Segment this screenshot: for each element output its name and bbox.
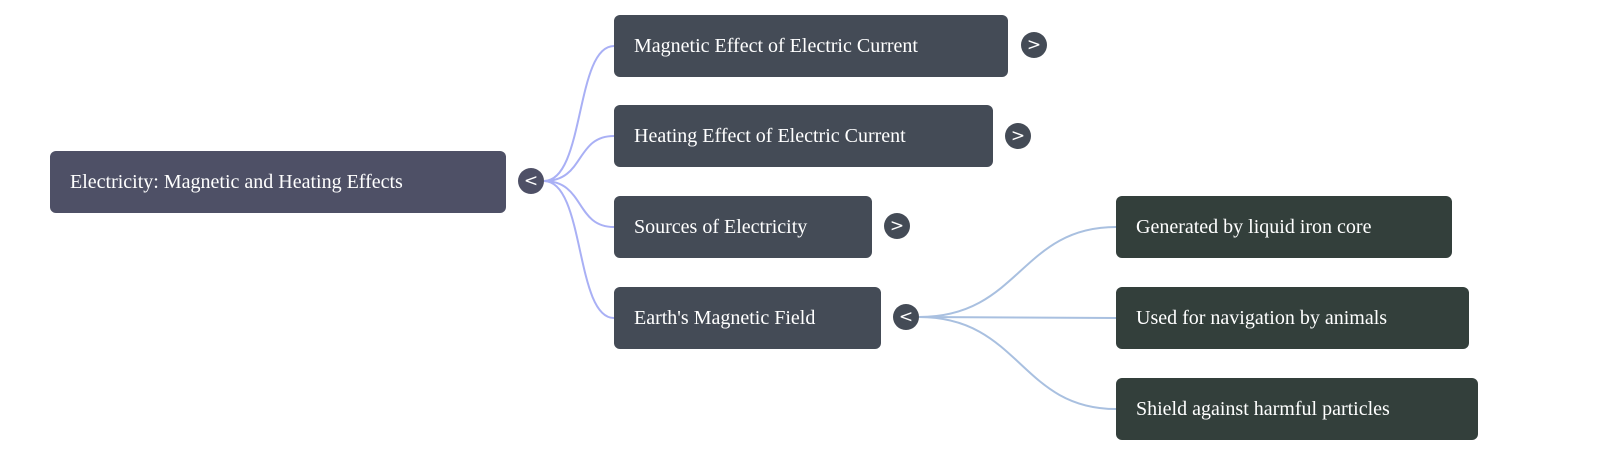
node-label: Shield against harmful particles xyxy=(1136,397,1390,420)
edge-root-to-earth-field xyxy=(543,180,615,319)
node-label: Heating Effect of Electric Current xyxy=(634,124,906,147)
node-navigation-by-animals[interactable]: Used for navigation by animals xyxy=(1116,287,1469,349)
edge-earth-to-iron-core xyxy=(918,226,1117,318)
node-label: Earth's Magnetic Field xyxy=(634,306,816,329)
collapse-root-button[interactable]: < xyxy=(518,168,544,194)
node-shield-particles[interactable]: Shield against harmful particles xyxy=(1116,378,1478,440)
root-node-label: Electricity: Magnetic and Heating Effect… xyxy=(70,170,403,193)
expand-sources-button[interactable]: > xyxy=(884,213,910,239)
node-magnetic-effect[interactable]: Magnetic Effect of Electric Current xyxy=(614,15,1008,77)
node-label: Used for navigation by animals xyxy=(1136,306,1388,329)
node-label: Magnetic Effect of Electric Current xyxy=(634,34,918,57)
expand-heating-effect-button[interactable]: > xyxy=(1005,123,1031,149)
edge-root-to-sources xyxy=(543,180,615,228)
node-label: Sources of Electricity xyxy=(634,215,808,238)
edge-earth-to-shield xyxy=(918,316,1117,410)
node-earths-magnetic-field[interactable]: Earth's Magnetic Field xyxy=(614,287,881,349)
edge-root-to-heating-effect xyxy=(543,135,615,182)
node-label: Generated by liquid iron core xyxy=(1136,215,1372,238)
root-node[interactable]: Electricity: Magnetic and Heating Effect… xyxy=(50,151,506,213)
node-sources-of-electricity[interactable]: Sources of Electricity xyxy=(614,196,872,258)
edge-earth-to-navigation xyxy=(918,316,1117,319)
edge-root-to-magnetic-effect xyxy=(543,45,615,182)
expand-magnetic-effect-button[interactable]: > xyxy=(1021,32,1047,58)
node-liquid-iron-core[interactable]: Generated by liquid iron core xyxy=(1116,196,1452,258)
collapse-earth-field-button[interactable]: < xyxy=(893,304,919,330)
node-heating-effect[interactable]: Heating Effect of Electric Current xyxy=(614,105,993,167)
